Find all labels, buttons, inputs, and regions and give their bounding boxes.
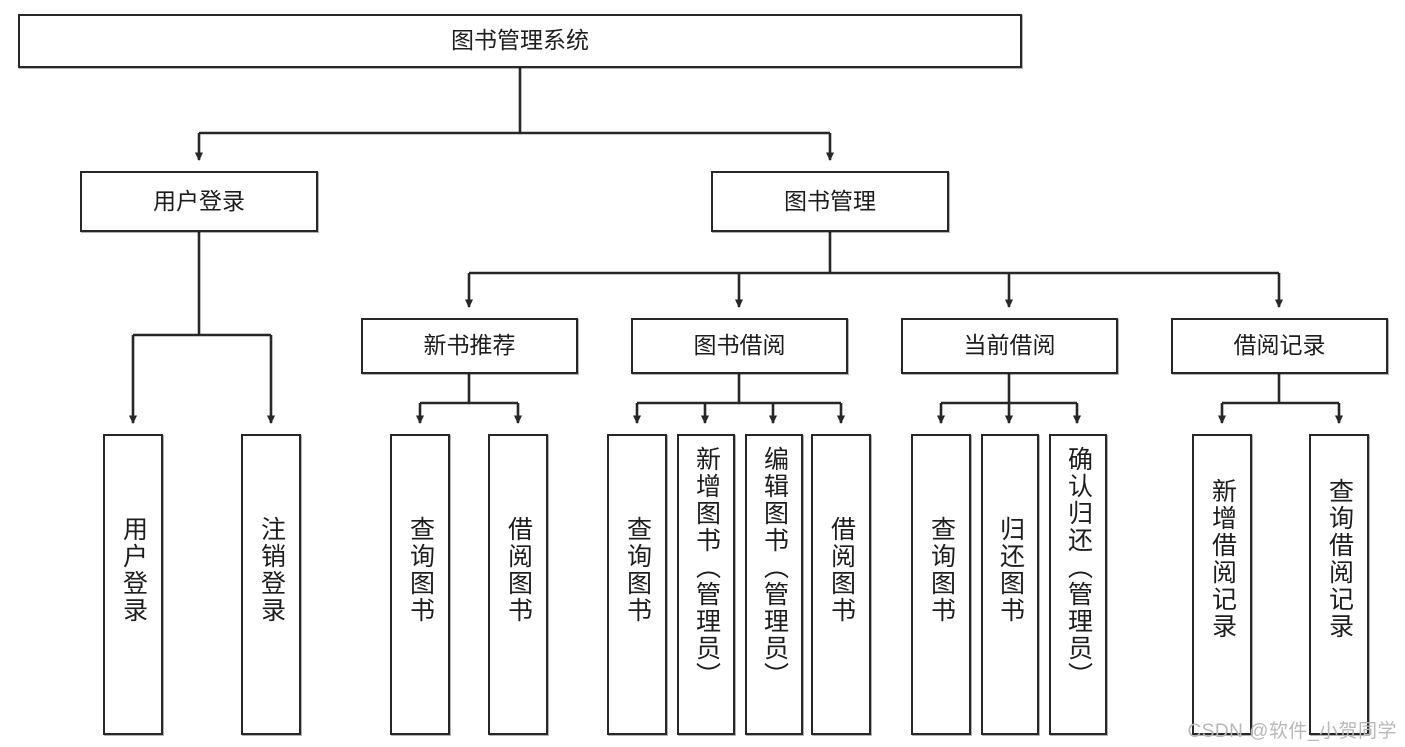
node-root-system[interactable]: 图书管理系统 [18,14,1022,68]
leaf-user-login-login[interactable]: 用户登录 [103,434,163,735]
node-label: 借阅图书 [827,516,856,624]
leaf-new-book-query-book[interactable]: 查询图书 [390,434,450,735]
node-label: 图书借阅 [693,332,786,359]
watermark: CSDN @软件_小贺同学 [1187,721,1397,742]
node-label: 归还图书 [996,516,1025,624]
node-label: 借阅图书 [504,516,533,624]
leaf-user-login-logout[interactable]: 注销登录 [241,434,301,735]
leaf-current-confirm-return-admin[interactable]: 确认归还（管理员） [1049,434,1107,735]
node-label: 用户登录 [119,516,148,624]
node-label: 用户登录 [153,187,245,214]
leaf-borrow-add-book-admin[interactable]: 新增图书（管理员） [677,434,735,735]
node-label: 注销登录 [257,516,286,624]
leaf-current-query-book[interactable]: 查询图书 [911,434,971,735]
leaf-new-book-borrow-book[interactable]: 借阅图书 [488,434,548,735]
node-label: 查询图书 [406,516,435,624]
leaf-borrow-borrow-book[interactable]: 借阅图书 [811,434,871,735]
node-label: 新增借阅记录 [1208,478,1237,640]
node-label: 图书管理 [784,187,876,214]
node-label: 查询借阅记录 [1325,478,1354,640]
node-user-login[interactable]: 用户登录 [80,171,318,232]
node-label: 编辑图书（管理员） [760,446,789,689]
leaf-current-return-book[interactable]: 归还图书 [981,434,1039,735]
node-label: 当前借阅 [963,332,1056,359]
node-borrow-records[interactable]: 借阅记录 [1171,318,1388,374]
node-label: 查询图书 [623,516,652,624]
node-label: 图书管理系统 [451,27,589,54]
leaf-record-add-record[interactable]: 新增借阅记录 [1192,434,1252,735]
node-label: 确认归还（管理员） [1064,446,1093,689]
node-book-borrowing[interactable]: 图书借阅 [631,318,848,374]
leaf-borrow-query-book[interactable]: 查询图书 [607,434,667,735]
leaf-record-query-record[interactable]: 查询借阅记录 [1309,434,1369,735]
node-book-management[interactable]: 图书管理 [711,171,949,232]
node-current-borrowing[interactable]: 当前借阅 [901,318,1118,374]
leaf-borrow-edit-book-admin[interactable]: 编辑图书（管理员） [745,434,803,735]
node-label: 新书推荐 [423,332,516,359]
node-label: 查询图书 [927,516,956,624]
node-label: 新增图书（管理员） [692,446,721,689]
node-label: 借阅记录 [1233,332,1326,359]
node-new-book-recommendation[interactable]: 新书推荐 [361,318,578,374]
